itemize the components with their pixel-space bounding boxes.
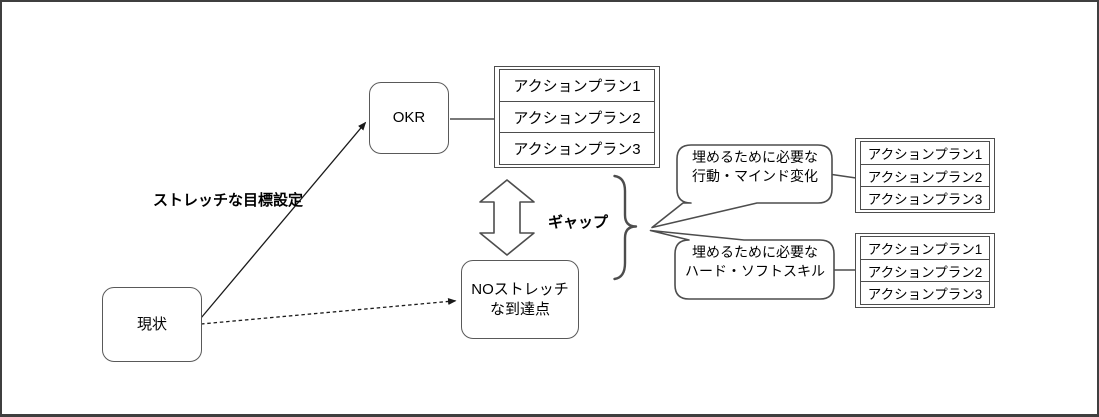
- stack-mind-plan-2: アクションプラン2: [860, 163, 990, 188]
- callout-mind-change-line1: 埋めるために必要な: [692, 149, 818, 165]
- callout-mind-change-text: 埋めるために必要な 行動・マインド変化: [679, 148, 831, 186]
- stack-skill-plan-1: アクションプラン1: [860, 236, 990, 260]
- node-okr: OKR: [369, 82, 449, 154]
- stack-skill-plans: アクションプラン1 アクションプラン2 アクションプラン3: [855, 233, 995, 308]
- node-okr-label: OKR: [392, 109, 426, 126]
- stack-skill-plan-3: アクションプラン3: [860, 281, 990, 306]
- stack-okr-plan-1: アクションプラン1: [499, 69, 655, 102]
- callout-skill-line2: ハード・ソフトスキル: [685, 263, 825, 279]
- stack-mind-plan-1: アクションプラン1: [860, 141, 990, 165]
- stack-okr-plan-2: アクションプラン2: [499, 100, 655, 134]
- gap-double-arrow: [479, 179, 535, 256]
- stack-skill-plan-2: アクションプラン2: [860, 258, 990, 283]
- node-current-state: 現状: [102, 287, 202, 362]
- stack-mind-plans: アクションプラン1 アクションプラン2 アクションプラン3: [855, 138, 995, 213]
- stack-okr-plan-3: アクションプラン3: [499, 132, 655, 166]
- callout-skill-text: 埋めるために必要な ハード・ソフトスキル: [677, 243, 833, 281]
- callout-mind-change-line2: 行動・マインド変化: [692, 168, 818, 184]
- stack-okr-plans: アクションプラン1 アクションプラン2 アクションプラン3: [494, 66, 660, 168]
- node-no-stretch-goal-line2: な到達点: [489, 300, 550, 318]
- stack-mind-plan-3: アクションプラン3: [860, 186, 990, 211]
- node-no-stretch-goal: NOストレッチ な到達点: [461, 260, 579, 339]
- edge-no-stretch-dashed-arrow: [200, 297, 457, 325]
- edge-label-gap: ギャップ: [547, 214, 608, 231]
- edge-stretch-goal-arrow: [200, 121, 367, 319]
- node-no-stretch-goal-line1: NOストレッチ: [471, 280, 569, 298]
- curly-brace: [613, 174, 638, 281]
- callout-skill-line1: 埋めるために必要な: [692, 244, 818, 260]
- connector-mind-plans: [831, 173, 857, 179]
- edge-label-stretch-goal: ストレッチな目標設定: [153, 192, 304, 209]
- node-current-state-label: 現状: [136, 315, 167, 333]
